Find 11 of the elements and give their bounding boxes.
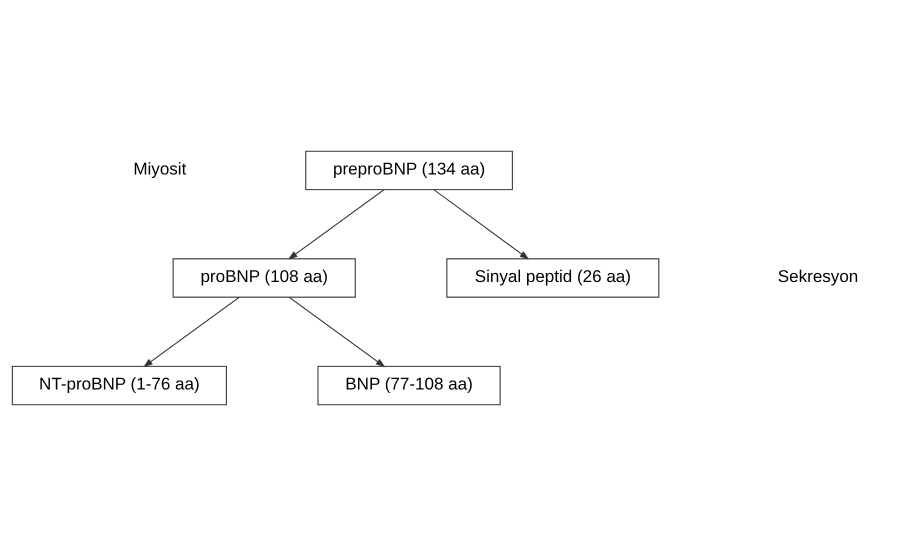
- node-box: Sinyal peptid (26 aa): [446, 258, 660, 298]
- arrow: [433, 188, 530, 260]
- arrow: [143, 296, 240, 367]
- node-box: preproBNP (134 aa): [305, 150, 513, 190]
- label: Miyosit: [133, 158, 186, 178]
- arrow: [288, 188, 384, 260]
- node-box: BNP (77-108 aa): [317, 365, 501, 405]
- node-box: NT-proBNP (1-76 aa): [12, 365, 227, 405]
- arrow: [288, 296, 386, 367]
- node-box: proBNP (108 aa): [172, 258, 356, 298]
- label: Sekresyon: [778, 266, 858, 286]
